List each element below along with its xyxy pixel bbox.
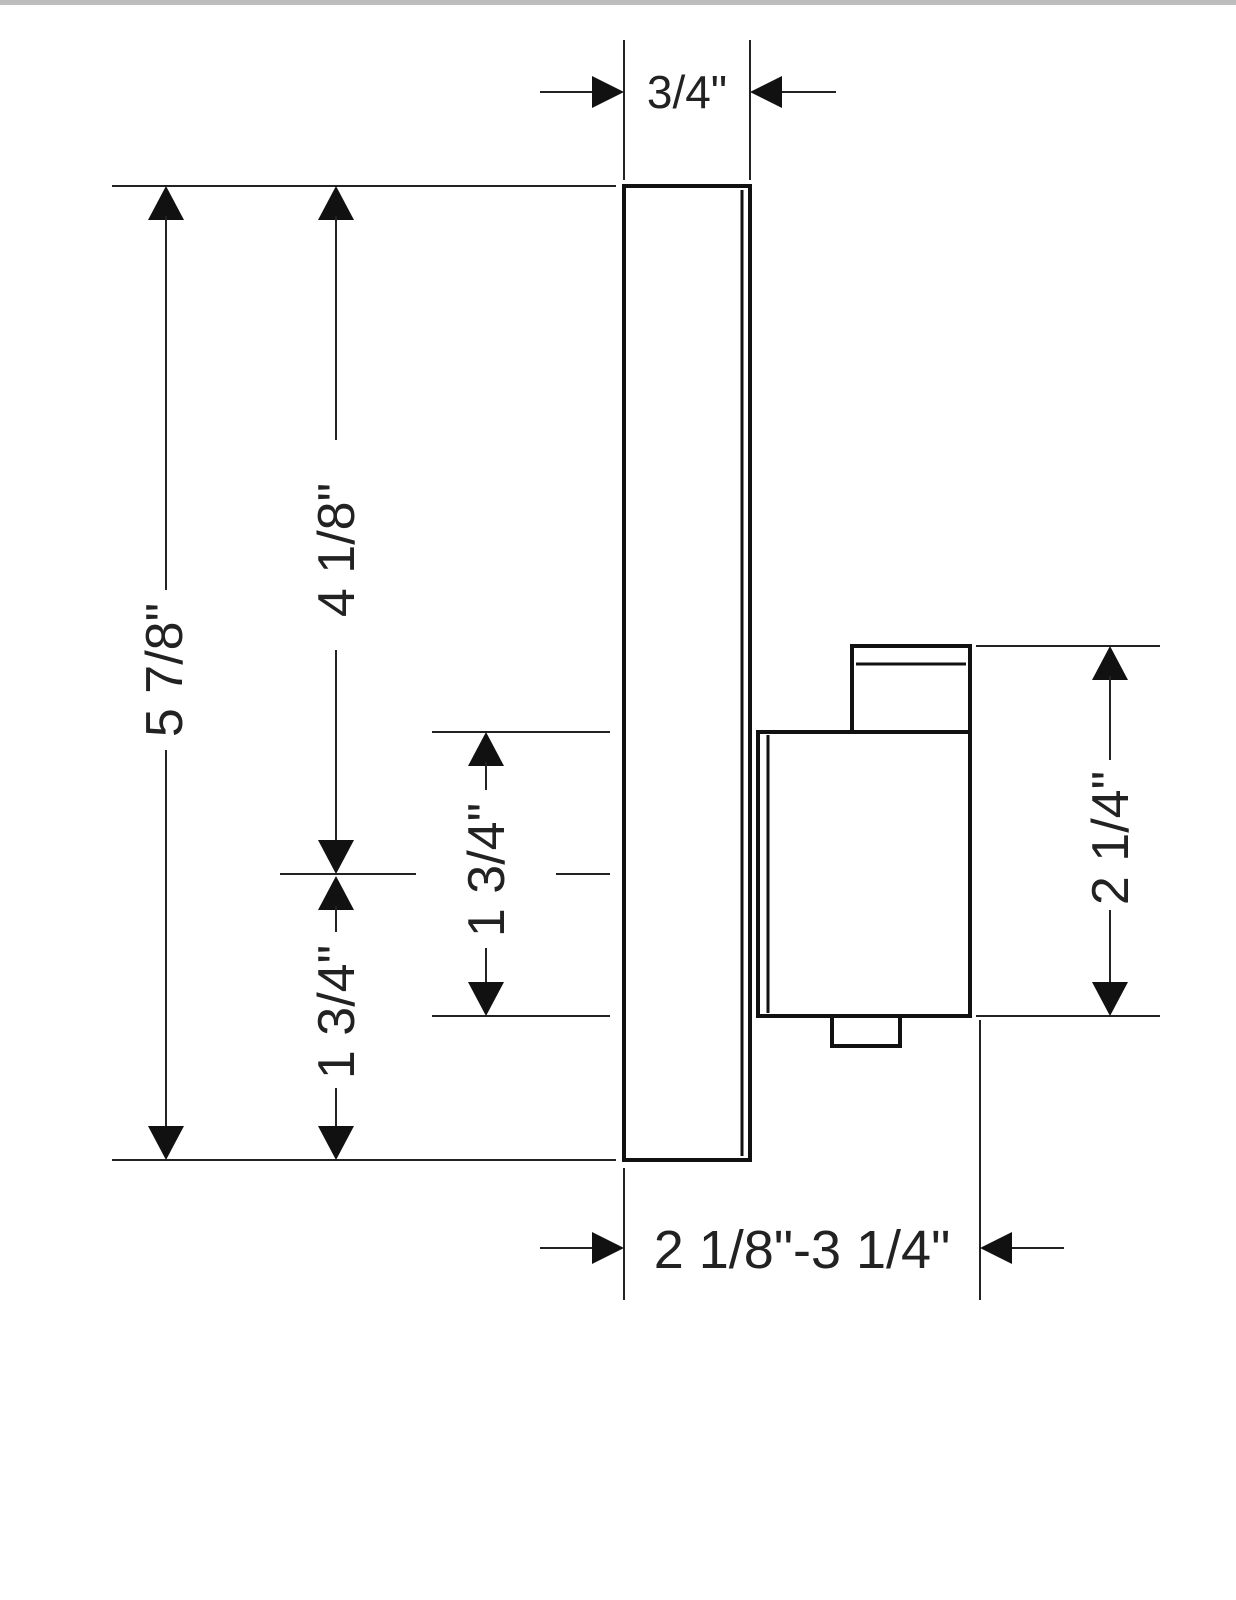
label-body-offset: 1 3/4" xyxy=(458,803,516,937)
label-total-height: 5 7/8" xyxy=(136,603,194,737)
top-border xyxy=(0,0,1236,5)
label-body-height: 2 1/4" xyxy=(1082,771,1140,905)
arrow-upper-bottom xyxy=(318,840,354,874)
arrow-offset-top xyxy=(468,732,504,766)
label-projection: 2 1/8"-3 1/4" xyxy=(654,1220,951,1280)
label-plate-depth: 3/4" xyxy=(647,66,727,118)
wall-plate xyxy=(622,184,752,1162)
arrow-upper-top xyxy=(318,186,354,220)
arrow-total-top xyxy=(148,186,184,220)
valve-body xyxy=(756,730,972,1018)
label-upper-height: 4 1/8" xyxy=(308,483,366,617)
arrow-lower-top xyxy=(318,876,354,910)
arrow-lower-bottom xyxy=(318,1126,354,1160)
arrow-offset-bottom xyxy=(468,982,504,1016)
arrow-total-bottom xyxy=(148,1126,184,1160)
arrow-projection-left xyxy=(592,1232,624,1264)
arrow-plate-depth-left xyxy=(592,76,624,108)
arrow-body-bottom xyxy=(1092,982,1128,1016)
arrow-projection-right xyxy=(980,1232,1012,1264)
valve-handle xyxy=(850,644,972,734)
valve-nub xyxy=(830,1014,902,1048)
arrow-plate-depth-right xyxy=(750,76,782,108)
label-lower-height: 1 3/4" xyxy=(308,945,366,1079)
arrow-body-top xyxy=(1092,646,1128,680)
